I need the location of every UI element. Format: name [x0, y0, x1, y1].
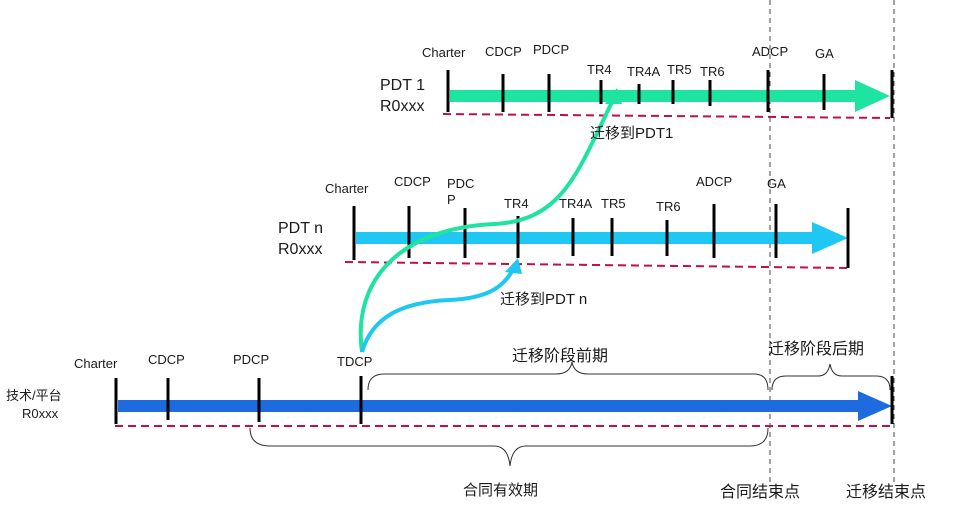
early-phase-brace [367, 361, 769, 391]
pdtn-dash-line [344, 261, 849, 269]
pdtn-label-tr6: TR6 [656, 199, 681, 214]
pdt1-label-adcp: ADCP [752, 44, 788, 59]
platform-label-pdcp: PDCP [233, 352, 269, 367]
platform-row: 技术/平台 R0xxx Charter CDCP PDCP TDCP [6, 352, 894, 427]
pdt1-arrow [450, 80, 890, 112]
pdtn-label-tr4a: TR4A [559, 196, 593, 211]
curve-to-pdt1 [358, 93, 618, 353]
platform-label-cdcp: CDCP [148, 352, 185, 367]
pdt1-label-charter: Charter [422, 45, 466, 60]
late-phase-label: 迁移阶段后期 [768, 340, 864, 358]
contract-valid-brace [249, 427, 769, 467]
platform-arrow [118, 391, 892, 421]
pdt1-row: PDT 1 R0xxx Charter CDCP PDCP TR4 TR4A T… [380, 42, 894, 119]
migrate-pdtn-label: 迁移到PDT n [500, 291, 587, 308]
pdtn-label-cdcp: CDCP [394, 174, 431, 189]
annotations: 迁移到PDT1 迁移到PDT n 迁移阶段前期 迁移阶段后期 合同有效期 合同结… [463, 125, 926, 501]
braces [249, 361, 891, 467]
pdtn-name: PDT n [278, 220, 323, 237]
pdtn-label-tr5: TR5 [601, 196, 626, 211]
pdt1-label-cdcp: CDCP [485, 44, 522, 59]
migrate-pdt1-label: 迁移到PDT1 [590, 125, 673, 142]
pdt1-label-ga: GA [815, 46, 834, 61]
pdtn-label-tr4: TR4 [504, 196, 529, 211]
pdt1-label-tr4a: TR4A [627, 64, 661, 79]
platform-name: 技术/平台 [6, 388, 62, 403]
pdtn-label-adcp: ADCP [696, 174, 732, 189]
contract-end-label: 合同结束点 [720, 483, 800, 501]
curve-to-pdt1-arrowhead [605, 88, 622, 104]
pdtn-version: R0xxx [278, 241, 322, 258]
late-phase-brace [771, 363, 891, 391]
pdtn-label-pdc: PDC [447, 176, 474, 191]
pdt1-dash-line [442, 113, 891, 119]
contract-valid-label: 合同有效期 [463, 482, 538, 499]
early-phase-label: 迁移阶段前期 [512, 347, 608, 365]
pdt1-label-pdcp: PDCP [533, 42, 569, 57]
platform-label-tdcp: TDCP [337, 354, 372, 369]
pdtn-label-p: P [447, 192, 456, 207]
pdt1-label-tr6: TR6 [700, 64, 725, 79]
migration-end-label: 迁移结束点 [846, 483, 926, 501]
platform-version: R0xxx [22, 406, 59, 421]
pdt1-version: R0xxx [380, 98, 424, 115]
curve-to-pdtn-arrowhead [505, 258, 522, 274]
curve-to-pdtn [360, 265, 517, 353]
pdtn-row: PDT n R0xxx Charter CDCP PDC P TR4 TR4A … [278, 174, 850, 269]
pdtn-arrow [356, 222, 848, 254]
pdtn-label-ga: GA [767, 176, 786, 191]
pdtn-label-charter: Charter [325, 181, 369, 196]
migration-curves [358, 88, 622, 353]
pdt1-label-tr5: TR5 [667, 62, 692, 77]
pdt1-label-tr4: TR4 [587, 62, 612, 77]
platform-label-charter: Charter [74, 356, 118, 371]
pdt1-name: PDT 1 [380, 77, 425, 94]
